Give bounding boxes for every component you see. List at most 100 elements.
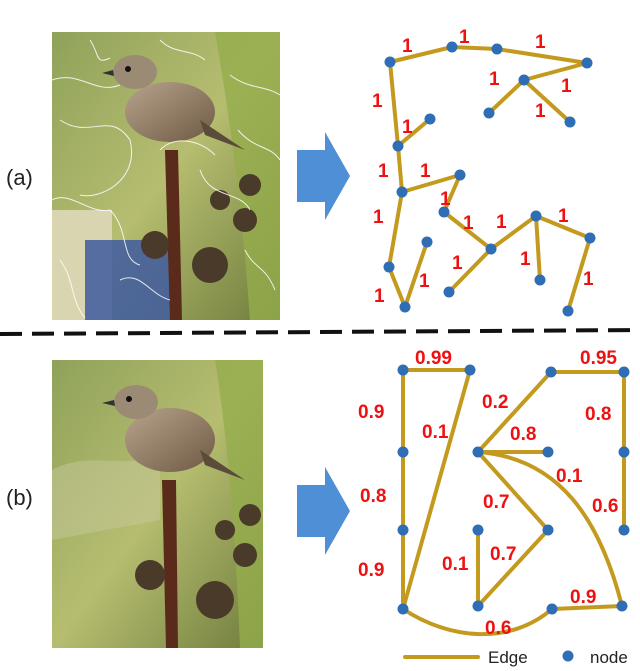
right-arrow-icon-b <box>297 467 350 555</box>
edge <box>396 117 432 148</box>
edge-weight: 1 <box>402 36 413 57</box>
edge-weight: 0.2 <box>482 392 508 413</box>
edge <box>522 61 589 82</box>
edge-weight: 1 <box>374 286 385 307</box>
edge <box>401 607 554 637</box>
node <box>438 206 450 218</box>
edge <box>388 45 454 64</box>
edge-weight: 0.1 <box>556 466 583 487</box>
node <box>581 57 593 69</box>
edge <box>387 190 404 269</box>
edge-weight: 1 <box>440 189 451 210</box>
edge <box>522 78 572 124</box>
panel-b-label: (b) <box>6 485 33 510</box>
edge-weight: 1 <box>463 213 474 234</box>
edge-weight: 0.6 <box>485 618 511 639</box>
edge <box>400 173 462 194</box>
edge-weight: 1 <box>535 101 546 122</box>
edge <box>396 144 404 194</box>
edge-weight: 1 <box>419 271 430 292</box>
node <box>421 236 433 248</box>
edge-weight: 0.9 <box>358 560 384 581</box>
photo-a <box>52 32 280 320</box>
edge <box>476 450 550 532</box>
edge-weight: 1 <box>489 69 500 90</box>
edge <box>495 47 589 65</box>
edge-weight: 1 <box>452 253 463 274</box>
edge <box>442 173 462 214</box>
edge-weight: 0.6 <box>592 496 618 517</box>
edge-weight: 1 <box>402 117 413 138</box>
edge <box>550 604 624 611</box>
node <box>399 301 411 313</box>
edge-weight: 0.99 <box>415 348 452 369</box>
edge <box>476 370 553 454</box>
node <box>491 43 503 55</box>
node <box>464 364 476 376</box>
edge-weight: 0.9 <box>570 587 596 608</box>
node <box>564 116 576 128</box>
node <box>616 600 628 612</box>
legend-node-swatch <box>562 650 574 662</box>
node <box>383 261 395 273</box>
node <box>618 524 630 536</box>
edge <box>487 78 526 115</box>
edge <box>476 450 624 608</box>
edge-weight: 0.9 <box>358 402 384 423</box>
node <box>392 140 404 152</box>
edge <box>442 210 493 251</box>
panel-a-label: (a) <box>6 165 33 190</box>
node <box>562 305 574 317</box>
node <box>472 524 484 536</box>
graph-b: 0.99 0.95 0.9 0.1 0.2 0.8 0.8 0.8 0.1 0.… <box>358 348 630 639</box>
edge-weight: 0.7 <box>483 492 509 513</box>
node <box>542 446 554 458</box>
edge-weight: 0.1 <box>442 554 469 575</box>
edge-weight: 0.1 <box>422 422 449 443</box>
legend-edge-label: Edge <box>488 648 528 667</box>
edge-weight: 0.7 <box>490 544 516 565</box>
node <box>472 600 484 612</box>
superpixel-overlay <box>51 39 281 319</box>
edge <box>489 214 538 251</box>
edge-weight: 1 <box>561 76 572 97</box>
right-arrow-icon-a <box>297 132 350 220</box>
edge-weight: 1 <box>583 269 594 290</box>
graph-a: 1 1 1 1 1 1 1 1 1 1 1 1 1 1 1 1 1 1 1 1 <box>372 27 596 317</box>
photo-b <box>52 360 263 648</box>
node <box>424 113 436 125</box>
node <box>397 603 409 615</box>
edge-weight: 0.8 <box>510 424 536 445</box>
node <box>397 364 409 376</box>
panel-separator <box>0 328 640 336</box>
edge-weight: 1 <box>373 207 384 228</box>
edge-weight: 1 <box>459 27 470 48</box>
node <box>384 56 396 68</box>
edge <box>534 214 592 240</box>
node <box>483 107 495 119</box>
node <box>396 186 408 198</box>
node <box>397 524 409 536</box>
edge-weight: 0.95 <box>580 348 617 369</box>
node <box>584 232 596 244</box>
edge <box>401 368 472 611</box>
edge-weight: 1 <box>535 32 546 53</box>
edge-weight: 1 <box>496 212 507 233</box>
node <box>546 603 558 615</box>
node <box>618 446 630 458</box>
node <box>485 243 497 255</box>
edge <box>450 45 499 51</box>
edge <box>403 240 429 309</box>
node <box>530 210 542 222</box>
node <box>454 169 466 181</box>
legend: Edge node <box>403 648 628 667</box>
edge-weight: 1 <box>372 91 383 112</box>
node <box>443 286 455 298</box>
edge-weight: 1 <box>420 161 431 182</box>
node <box>518 74 530 86</box>
node <box>542 524 554 536</box>
edge <box>476 528 550 608</box>
edge <box>388 60 400 148</box>
edge-weight: 0.8 <box>585 404 611 425</box>
